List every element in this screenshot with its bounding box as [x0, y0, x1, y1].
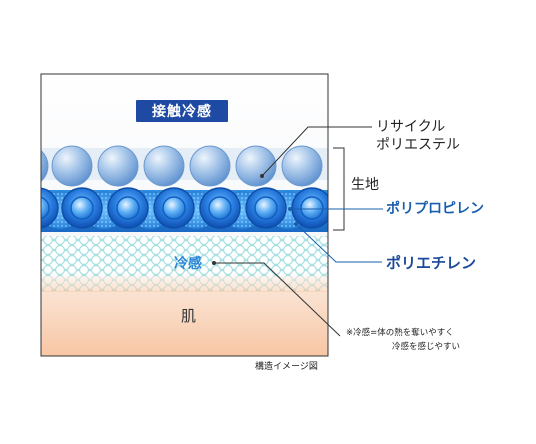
- skin-label: 肌: [181, 307, 197, 325]
- cooling-note: ※冷感=体の熱を奪いやすく 冷感を感じやすい: [346, 328, 461, 352]
- diagram-frame: [40, 73, 329, 357]
- contact-cool-badge: 接触冷感: [136, 100, 228, 122]
- recycled-polyester-beads: [41, 145, 323, 187]
- polypropylene-beads: [41, 187, 328, 229]
- polyethylene-label: ポリエチレン: [386, 254, 477, 272]
- leader-lines: [212, 126, 383, 337]
- figure-caption: 構造イメージ図: [255, 362, 318, 372]
- fabric-bracket: [333, 147, 345, 231]
- fabric-label: 生地: [351, 177, 379, 193]
- cool-label: 冷感: [174, 256, 202, 272]
- polypropylene-label: ポリプロピレン: [386, 201, 484, 217]
- recycled-polyester-label: リサイクル ポリエステル: [376, 119, 460, 153]
